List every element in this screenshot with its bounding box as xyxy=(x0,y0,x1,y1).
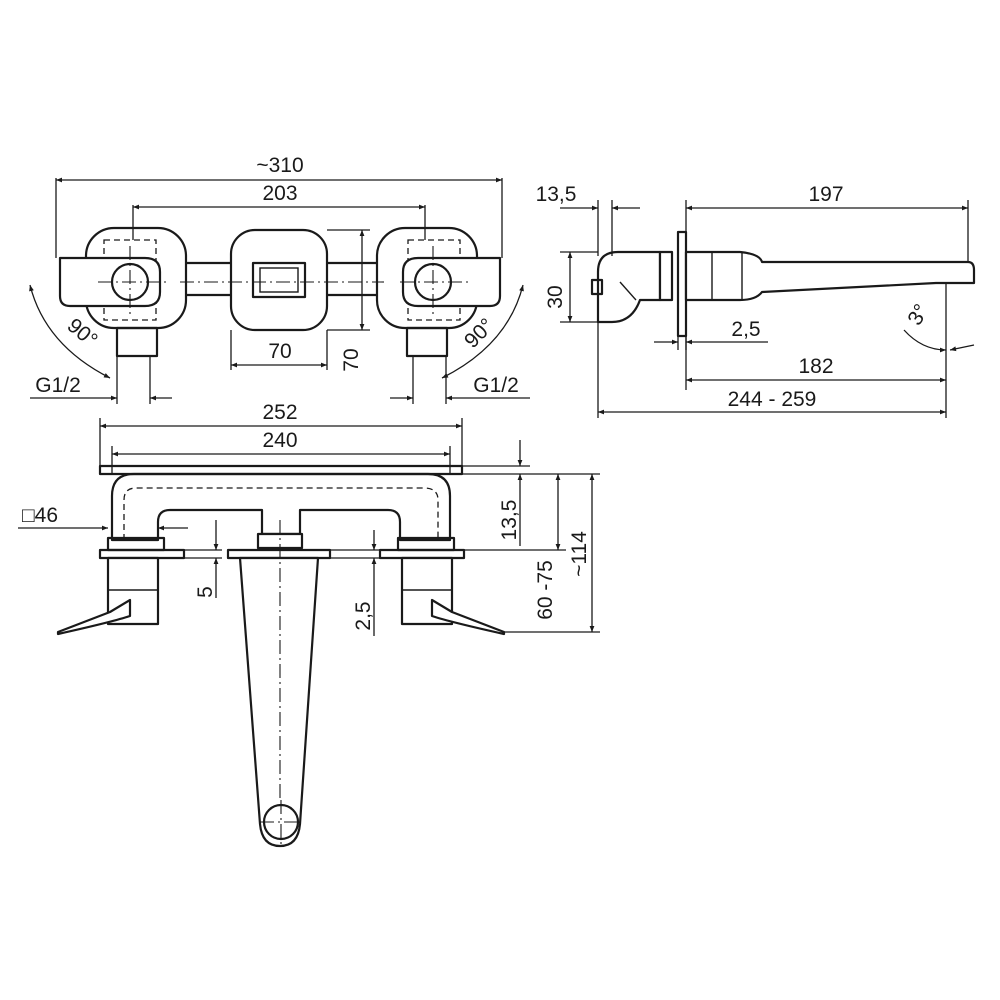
front-center-plate xyxy=(226,548,332,560)
side-flange-a xyxy=(658,250,674,302)
side-thread xyxy=(590,278,604,296)
right-stem xyxy=(405,326,449,358)
dim-spout-height: 30 xyxy=(544,285,567,308)
center-spout-inner xyxy=(259,267,299,293)
dim-thread-left: G1/2 xyxy=(35,374,81,397)
dim-front-plate: 252 xyxy=(262,401,297,424)
front-body xyxy=(110,472,452,542)
front-right-lever xyxy=(430,598,506,636)
left-stem xyxy=(115,326,159,358)
side-view: 13,5 197 30 2,5 3° 182 244 - 259 xyxy=(536,183,976,418)
side-wall-plate xyxy=(676,230,688,338)
front-mounting-plate xyxy=(98,464,464,476)
front-left-plate xyxy=(98,548,186,560)
dim-reach: 182 xyxy=(798,355,833,378)
dim-top-centers: 203 xyxy=(262,182,297,205)
front-view: 252 240 □46 5 2,5 13,5 60 -75 ~114 xyxy=(18,401,600,848)
side-wall-body xyxy=(596,250,662,324)
front-right-plate xyxy=(378,548,466,560)
side-spout xyxy=(684,250,976,302)
dim-thread-right: G1/2 xyxy=(473,374,519,397)
dim-tilt: 3° xyxy=(903,300,933,329)
front-left-lever xyxy=(56,598,132,636)
dim-square: □46 xyxy=(22,504,58,527)
dim-front-centers: 240 xyxy=(262,429,297,452)
dim-spout-length: 197 xyxy=(808,183,843,206)
dim-total-depth: 244 - 259 xyxy=(728,388,817,411)
front-left-collar xyxy=(106,536,166,552)
dim-side-plate: 13,5 xyxy=(536,183,577,206)
front-right-collar xyxy=(396,536,456,552)
dim-drop: 13,5 xyxy=(498,500,521,541)
dim-height: ~114 xyxy=(568,531,591,577)
dim-gap-2-5: 2,5 xyxy=(352,601,375,630)
left-rotation-arc xyxy=(29,284,111,379)
dim-body-width: 70 xyxy=(268,340,291,363)
dim-plate-thickness: 2,5 xyxy=(731,318,760,341)
dim-body-height: 70 xyxy=(340,348,363,371)
center-spout-outlet xyxy=(251,261,307,299)
dim-top-total: ~310 xyxy=(256,154,303,177)
dim-gap-5: 5 xyxy=(194,586,217,598)
front-spout xyxy=(238,556,320,848)
right-rotation-arc xyxy=(441,284,524,379)
center-body xyxy=(229,228,329,332)
top-view: ~310 203 90° 90° 70 70 G1/2 G1/2 xyxy=(29,154,530,404)
dim-install-depth: 60 -75 xyxy=(534,560,557,620)
